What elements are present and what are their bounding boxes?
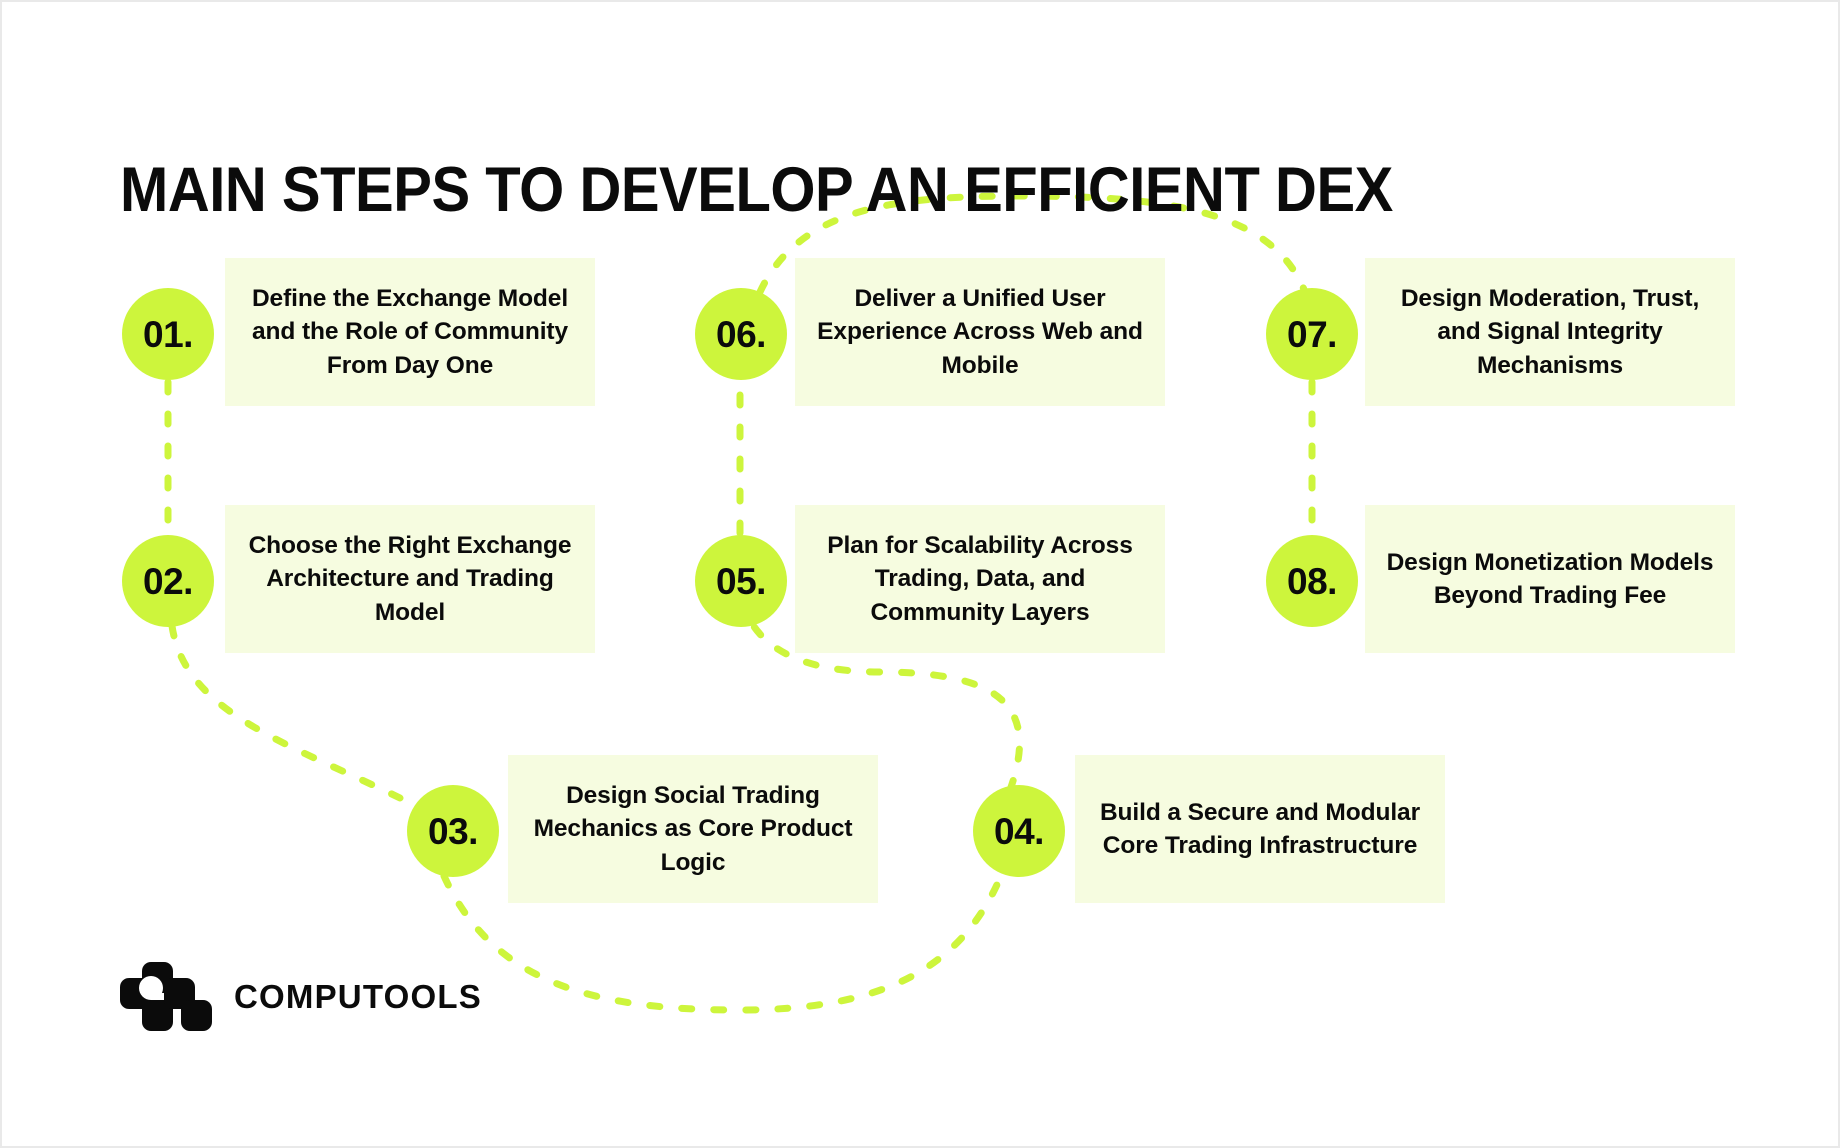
step-number-badge-01[interactable]: 01. [122, 288, 214, 380]
step-number-badge-06[interactable]: 06. [695, 288, 787, 380]
step-description-text: Deliver a Unified User Experience Across… [817, 285, 1143, 379]
logo-wordmark: COMPUTOOLS [234, 978, 482, 1015]
page-title: MAIN STEPS TO DEVELOP AN EFFICIENT DEX [120, 155, 1393, 226]
step-number-badge-03[interactable]: 03. [407, 785, 499, 877]
step-number-badge-08[interactable]: 08. [1266, 535, 1358, 627]
step-description-box-06: Deliver a Unified User Experience Across… [795, 258, 1165, 406]
step-number-badge-05[interactable]: 05. [695, 535, 787, 627]
step-number-label: 03. [428, 810, 478, 852]
step-description-text: Define the Exchange Model and the Role o… [251, 285, 569, 379]
step-description-box-05: Plan for Scalability Across Trading, Dat… [795, 505, 1165, 653]
step-number-label: 08. [1287, 560, 1337, 602]
computools-blocks-icon [120, 962, 212, 1031]
brand-logo[interactable]: COMPUTOOLS [120, 962, 482, 1032]
step-number-label: 04. [994, 810, 1044, 852]
step-description-box-02: Choose the Right Exchange Architecture a… [225, 505, 595, 653]
step-number-label: 01. [143, 313, 193, 355]
step-description-text: Build a Secure and Modular Core Trading … [1099, 798, 1421, 859]
step-description-text: Plan for Scalability Across Trading, Dat… [827, 532, 1133, 626]
connector-04-to-05 [738, 596, 1023, 794]
step-description-box-08: Design Monetization Models Beyond Tradin… [1365, 505, 1735, 653]
connector-06-to-07 [756, 192, 1309, 296]
step-description-text: Design Social Trading Mechanics as Core … [533, 782, 853, 876]
step-description-box-04: Build a Secure and Modular Core Trading … [1075, 755, 1445, 903]
step-description-text: Design Moderation, Trust, and Signal Int… [1400, 285, 1700, 379]
step-description-box-03: Design Social Trading Mechanics as Core … [508, 755, 878, 903]
step-description-box-01: Define the Exchange Model and the Role o… [225, 258, 595, 406]
step-description-text: Design Monetization Models Beyond Tradin… [1386, 548, 1714, 609]
step-number-badge-02[interactable]: 02. [122, 535, 214, 627]
step-number-label: 02. [143, 560, 193, 602]
step-number-label: 06. [716, 313, 766, 355]
step-number-label: 05. [716, 560, 766, 602]
step-description-text: Choose the Right Exchange Architecture a… [248, 532, 572, 626]
connector-03-to-04 [440, 872, 1004, 1014]
step-number-badge-07[interactable]: 07. [1266, 288, 1358, 380]
step-number-badge-04[interactable]: 04. [973, 785, 1065, 877]
connector-02-to-03 [168, 622, 404, 802]
step-description-box-07: Design Moderation, Trust, and Signal Int… [1365, 258, 1735, 406]
step-number-label: 07. [1287, 313, 1337, 355]
